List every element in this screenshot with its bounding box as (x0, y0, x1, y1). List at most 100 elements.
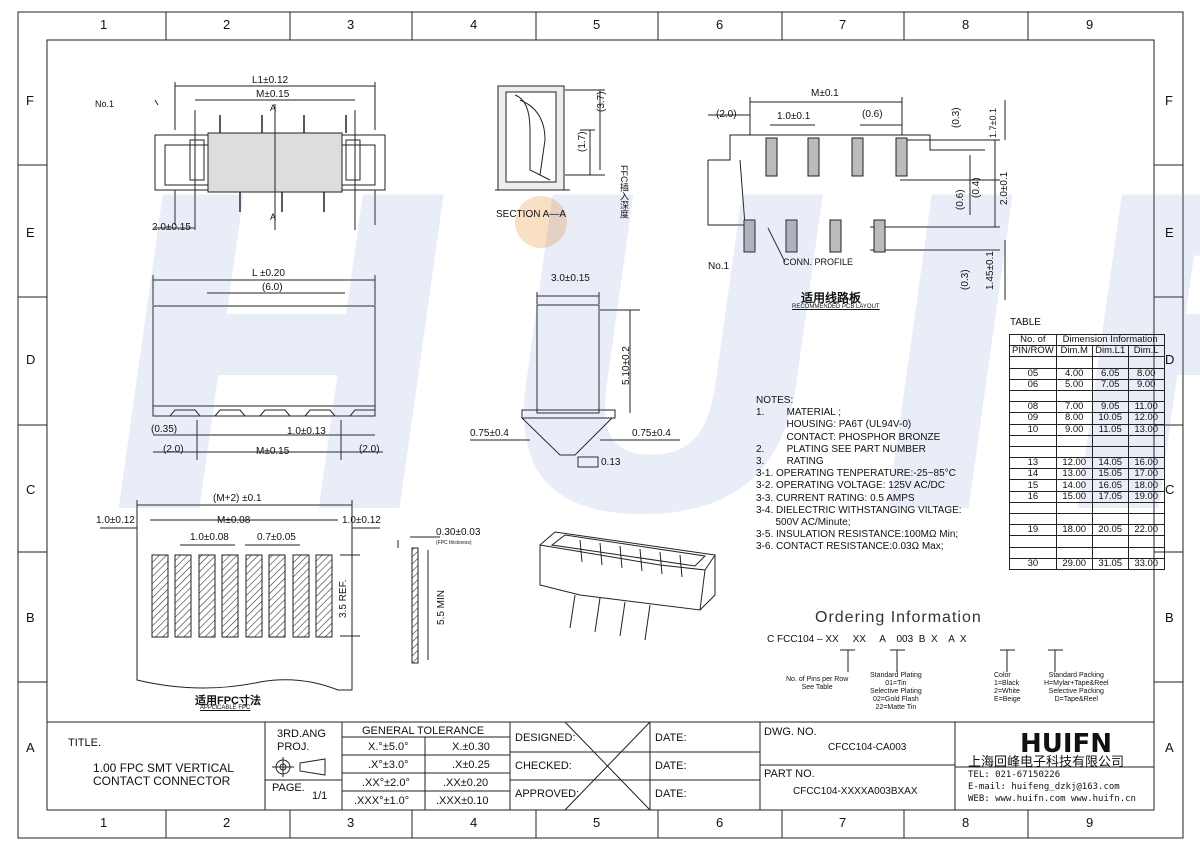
pin-count-cell: 06 (1009, 378, 1057, 391)
pin-count-cell (1009, 512, 1057, 526)
pin-count-cell: 30 (1009, 557, 1057, 570)
row-label: F (26, 93, 34, 108)
front-dim-m: M±0.15 (256, 446, 290, 457)
projection-line-1: 3RD.ANG (277, 728, 326, 740)
title-line-2: CONTACT CONNECTOR (93, 774, 231, 788)
table-row (1009, 356, 1165, 369)
side-dim-width: 3.0±0.15 (551, 273, 590, 284)
front-dim-pitch: 1.0±0.13 (287, 426, 326, 437)
note-line: D=Tape&Reel (1054, 696, 1098, 703)
dimension-cell: 18.00 (1055, 524, 1093, 537)
projection-symbol (272, 757, 326, 777)
row-label: A (26, 740, 35, 755)
dimension-cell: 14.00 (1055, 479, 1093, 492)
dimension-cell (1055, 546, 1093, 559)
highlight-marker (515, 196, 567, 248)
table-row (1009, 546, 1165, 559)
col-label: 6 (716, 17, 724, 32)
row-label: E (26, 225, 35, 240)
pin-count-cell: 08 (1009, 401, 1057, 414)
fpc-dim-left-edge: 1.0±0.12 (96, 515, 135, 526)
note-line: 3. RATING (756, 456, 824, 468)
row-label: B (1165, 610, 1174, 625)
dimension-cell: 22.00 (1127, 524, 1165, 537)
note-line: 3-2. OPERATING VOLTAGE: 125V AC/DC (756, 480, 945, 492)
col-label: 1 (100, 17, 108, 32)
company-name-cn: 上海回峰电子科技有限公司 (968, 754, 1125, 769)
dimension-cell (1127, 512, 1165, 526)
fpc-dim-ref: 3.5 REF. (338, 579, 349, 618)
col-label: 5 (593, 815, 601, 830)
note-line: 02=Gold Flash (873, 696, 919, 703)
dimension-cell: 29.00 (1055, 557, 1093, 570)
projection-line-2: PROJ. (277, 741, 310, 753)
dimension-cell (1055, 434, 1093, 447)
dwg-value: CFCC104-CA003 (828, 742, 907, 753)
col-label: 4 (470, 17, 478, 32)
pcb-dim-0-4: (0.4) (971, 177, 982, 198)
pcb-layout (707, 97, 1006, 300)
pcb-dim-2-0b: 2.0±0.1 (999, 171, 1010, 205)
tolerance-angle: .XX°±2.0° (362, 777, 410, 789)
fpc-dim-m: M±0.08 (217, 515, 251, 526)
dimension-cell (1055, 535, 1093, 548)
table-row (1009, 512, 1165, 526)
top-view-outline (154, 82, 386, 230)
front-dim-6-0: (6.0) (262, 282, 283, 293)
dimension-cell: 16.05 (1091, 479, 1129, 492)
row-label: B (26, 610, 35, 625)
dimension-cell: 18.00 (1127, 479, 1165, 492)
dimension-cell (1127, 445, 1165, 459)
dimension-cell (1127, 389, 1165, 403)
checked-label: CHECKED: (515, 760, 572, 772)
title-label: TITLE. (68, 737, 102, 749)
top-view-pins (219, 115, 347, 212)
notes-block: NOTES: 1. MATERIAL ; HOUSING: PA6T (UL94… (756, 395, 962, 554)
pcb-dim-1-45: 1.45±0.1 (985, 251, 996, 290)
dim-1-7: (1.7) (577, 131, 588, 152)
note-line: 3-1. OPERATING TENPERATURE:-25~85°C (756, 468, 956, 480)
tolerance-linear: .XX±0.20 (443, 777, 489, 789)
ordering-code: C FCC104 – XX XX A 003 B X A X (767, 634, 967, 645)
dimension-cell: 9.00 (1127, 378, 1165, 391)
row-label: F (1165, 93, 1173, 108)
note-line: 1. MATERIAL ; (756, 407, 842, 419)
dimension-cell: 8.00 (1127, 367, 1165, 380)
dimension-cell: 12.00 (1127, 412, 1165, 425)
col-label: 9 (1086, 815, 1094, 830)
dimension-cell: 17.00 (1127, 468, 1165, 481)
col-label: 9 (1086, 17, 1094, 32)
fpc-dim-width: 0.7±0.05 (257, 532, 296, 543)
dimension-cell: 15.00 (1055, 490, 1093, 503)
ordering-pins-note: No. of Pins per Row See Table (786, 676, 848, 692)
note-line: 3-3. CURRENT RATING: 0.5 AMPS (756, 492, 915, 504)
dim-l1: L1±0.12 (252, 75, 289, 86)
tolerance-angle: .XXX°±1.0° (354, 795, 410, 807)
note-line: CONTACT: PHOSPHOR BRONZE (756, 431, 941, 443)
pin-count-cell (1009, 535, 1057, 548)
note-line: 2=White (994, 688, 1020, 695)
dimension-cell: 13.00 (1055, 468, 1093, 481)
note-line: Color (994, 672, 1011, 679)
table-col-head: Dim.M (1055, 345, 1093, 358)
dimension-cell: 33.00 (1127, 557, 1165, 570)
dimension-cell: 13.00 (1127, 423, 1165, 436)
section-marker-bottom: A (270, 212, 277, 222)
pin-count-cell: 13 (1009, 457, 1057, 470)
dimension-cell: 12.00 (1055, 457, 1093, 470)
dimension-cell (1127, 356, 1165, 369)
dimension-cell (1091, 434, 1129, 447)
fpc-side-view (397, 536, 440, 664)
pcb-dim-0-3a: (0.3) (951, 107, 962, 128)
note-line: 22=Matte Tin (875, 704, 917, 711)
fpc-title-en: APPLICABLE FPC (200, 705, 251, 711)
col-label: 1 (100, 815, 108, 830)
tolerance-angle: X.°±5.0° (368, 741, 409, 753)
ordering-title: Ordering Information (815, 609, 982, 626)
fpc-title-cn: 适用FPC寸法 (195, 695, 261, 707)
col-label: 2 (223, 17, 231, 32)
row-label: A (1165, 740, 1174, 755)
